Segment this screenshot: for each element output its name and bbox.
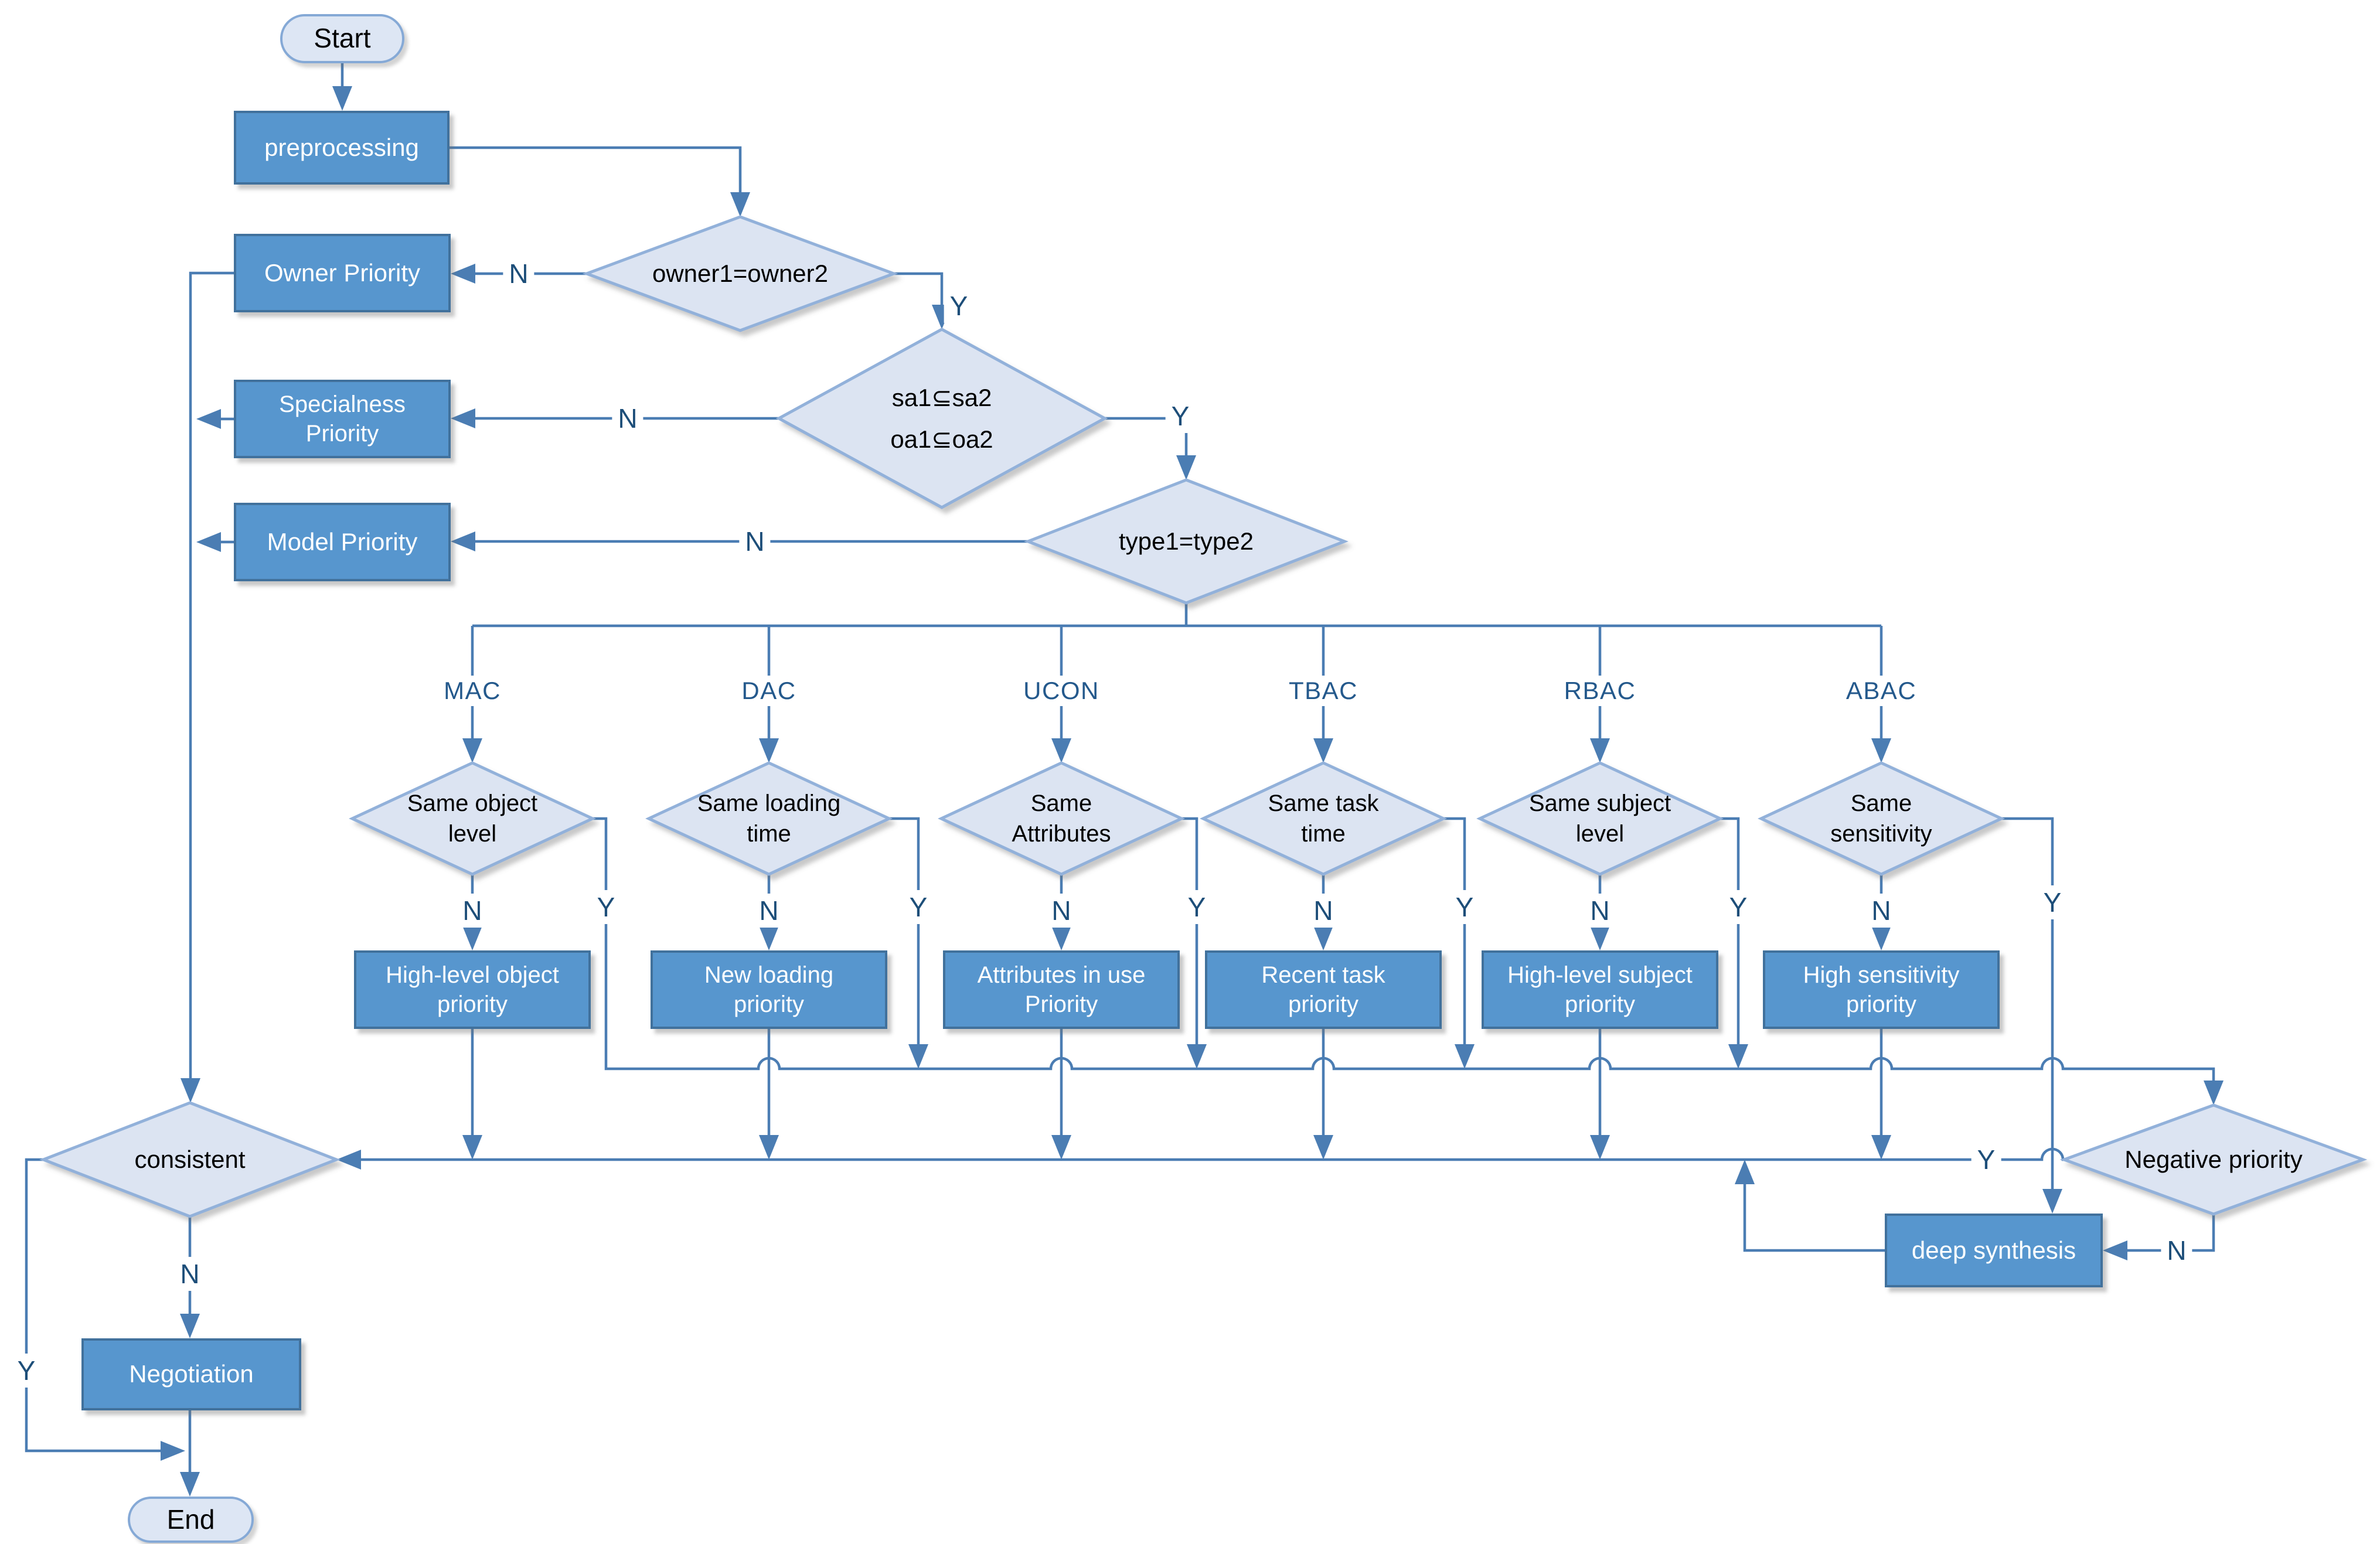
edge-consistent-y-end [25, 1158, 185, 1461]
decision-ucon-label: Same Attributes [1012, 790, 1111, 847]
deep-synthesis-box: deep synthesis [1885, 1214, 2103, 1287]
decision-mac-same-object-level [349, 761, 596, 876]
branch-n-consistent: N [174, 1257, 206, 1291]
decision-abac-label: Same sensitivity [1830, 790, 1932, 847]
branch-n-rbac: N [1584, 894, 1616, 928]
branch-y-rbac: Y [1723, 890, 1753, 924]
decision-negative-priority [2059, 1103, 2368, 1216]
edge-y-ucon [1182, 817, 1207, 1069]
branch-y-mac: Y [591, 890, 621, 924]
model-label-tbac: TBAC [1281, 676, 1366, 706]
branch-y-ucon: Y [1182, 890, 1212, 924]
model-label-mac: MAC [437, 676, 508, 706]
action-box-abac: High sensitivity priority [1763, 950, 2000, 1029]
specialness-priority-box: Specialness Priority [234, 380, 451, 458]
action-box-ucon: Attributes in use Priority [943, 950, 1180, 1029]
negotiation-box: Negotiation [81, 1338, 301, 1410]
decision-sa-oa-subset-label: sa1⊆sa2 oa1⊆oa2 [890, 383, 993, 453]
decision-owner1-equals-owner2 [582, 215, 898, 332]
branch-y-abac: Y [2037, 885, 2068, 919]
decision-tbac-same-task-time [1200, 761, 1447, 876]
model-label-ucon: UCON [1016, 676, 1106, 706]
edge-ybus-negative [593, 817, 2224, 1105]
edge-leftspine-consistent [181, 271, 234, 1103]
branch-n-tbac: N [1308, 894, 1339, 928]
model-priority-box: Model Priority [234, 503, 451, 581]
model-label-abac: ABAC [1838, 676, 1924, 706]
branch-n-mac: N [457, 894, 488, 928]
model-label-rbac: RBAC [1557, 676, 1643, 706]
branch-n-ucon: N [1046, 894, 1077, 928]
decision-consistent [39, 1101, 341, 1218]
edge-y-rbac [1720, 817, 1748, 1069]
preprocessing-box: preprocessing [234, 111, 450, 185]
branch-y-consistent: Y [11, 1354, 42, 1388]
end-terminator: End [128, 1497, 254, 1543]
edge-preprocessing-owner1owner2 [450, 146, 750, 217]
action-box-mac: High-level object priority [354, 950, 591, 1029]
edge-negative-n-deepsynthesis [2103, 1214, 2215, 1260]
action-box-tbac: Recent task priority [1205, 950, 1442, 1029]
edge-owner1owner2-y-subset [894, 272, 952, 329]
decision-dac-label: Same loading time [697, 790, 841, 847]
start-terminator: Start [280, 14, 404, 63]
edge-deepsynthesis-consistentbus [1735, 1160, 1885, 1252]
branch-n-abac: N [1865, 894, 1897, 928]
branch-y-dac: Y [903, 890, 934, 924]
owner-priority-box: Owner Priority [234, 234, 451, 312]
branch-y-owner1owner2: Y [944, 289, 974, 323]
decision-tbac-label: Same task time [1268, 790, 1379, 847]
edge-y-abac-deepsynthesis [2001, 817, 2062, 1214]
branch-n-negative-priority: N [2161, 1233, 2192, 1267]
decision-abac-same-sensitivity [1758, 761, 2005, 876]
branch-n-dac: N [753, 894, 785, 928]
model-label-dac: DAC [734, 676, 803, 706]
branch-y-negative-priority: Y [1971, 1143, 2001, 1177]
action-box-dac: New loading priority [651, 950, 887, 1029]
action-box-rbac: High-level subject priority [1482, 950, 1718, 1029]
branch-n-typeequal: N [739, 524, 771, 558]
decision-sa-oa-subset [775, 328, 1108, 509]
edge-negative-y-consistent [336, 1147, 2065, 1170]
decision-rbac-same-subject-level [1476, 761, 1724, 876]
decision-negative-priority-label: Negative priority [2124, 1145, 2303, 1173]
decision-consistent-label: consistent [134, 1145, 246, 1173]
edge-y-tbac [1443, 817, 1475, 1069]
decision-dac-same-loading-time [645, 761, 893, 876]
decision-ucon-same-attributes [938, 761, 1185, 876]
branch-y-subset: Y [1165, 399, 1196, 433]
decision-owner1-equals-owner2-label: owner1=owner2 [652, 259, 829, 287]
decision-type1-equals-type2-label: type1=type2 [1118, 527, 1254, 555]
decision-type1-equals-type2 [1024, 478, 1349, 605]
branch-n-owner1owner2: N [503, 257, 534, 291]
branch-y-tbac: Y [1449, 890, 1480, 924]
decision-mac-label: Same object level [407, 790, 538, 847]
edge-y-dac [889, 817, 928, 1069]
branch-n-subset: N [612, 401, 643, 435]
decision-rbac-label: Same subject level [1528, 790, 1671, 847]
